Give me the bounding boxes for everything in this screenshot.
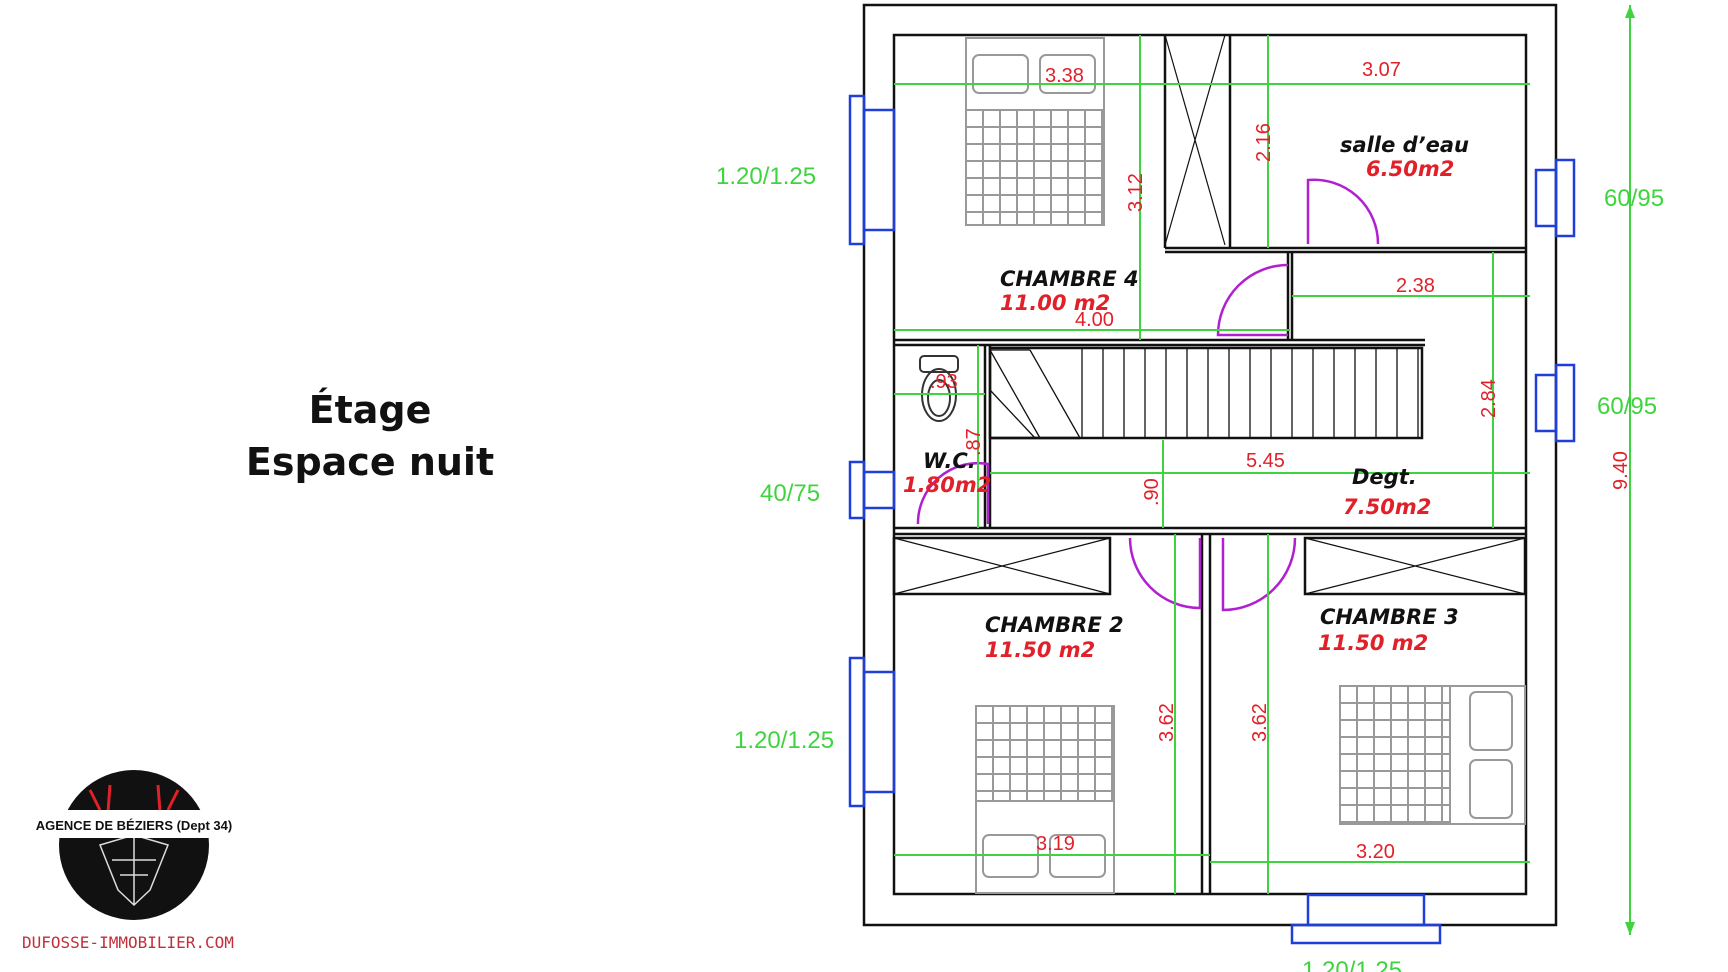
room-name-chambre2: CHAMBRE 2 xyxy=(985,613,1124,637)
dim-3-38: 3.38 xyxy=(1045,65,1084,87)
dim-2-38: 2.38 xyxy=(1396,275,1435,297)
room-area-salle-eau: 6.50m2 xyxy=(1366,157,1454,181)
room-area-chambre4: 11.00 m2 xyxy=(1000,291,1110,315)
dim-3-07: 3.07 xyxy=(1362,59,1401,81)
room-area-chambre3: 11.50 m2 xyxy=(1318,631,1428,655)
stairs xyxy=(989,348,1419,439)
bed-pillow xyxy=(1469,759,1513,819)
window-label-left-wc: 40/75 xyxy=(760,480,820,507)
room-area-wc: 1.80m2 xyxy=(903,473,991,497)
agency-website: DUFOSSE-IMMOBILIER.COM xyxy=(22,933,234,952)
doors xyxy=(916,178,1380,612)
room-name-salle-eau: salle d’eau xyxy=(1340,133,1469,157)
dim-2-84: 2.84 xyxy=(1478,379,1500,418)
agency-logo: AGENCE DE BÉZIERS (Dept 34) DUFOSSE-IMMO… xyxy=(22,770,240,952)
window-label-bottom: 1.20/1.25 xyxy=(1302,957,1402,972)
dim-5-45: 5.45 xyxy=(1246,450,1285,472)
heading-subtitle: Espace nuit xyxy=(245,440,495,484)
stair-winder xyxy=(989,349,1041,439)
stair-winder xyxy=(989,389,1036,439)
measure-lines xyxy=(894,5,1631,935)
bed-pillow xyxy=(1039,54,1096,94)
room-name-wc: W.C. xyxy=(923,449,976,473)
room-area-degt: 7.50m2 xyxy=(1343,495,1431,519)
bed-outline xyxy=(975,705,1115,894)
window-label-left-bottom: 1.20/1.25 xyxy=(734,727,834,754)
dim-0-93: .93 xyxy=(930,371,958,393)
dim-3-62-left: 3.62 xyxy=(1156,703,1178,742)
dim-0-90: .90 xyxy=(1141,478,1163,506)
window-label-right-mid: 60/95 xyxy=(1597,393,1657,420)
dim-3-62-right: 3.62 xyxy=(1249,703,1271,742)
room-area-chambre2: 11.50 m2 xyxy=(985,638,1095,662)
bed-outline xyxy=(1339,685,1526,825)
room-name-chambre3: CHAMBRE 3 xyxy=(1320,605,1459,629)
beds xyxy=(965,37,1526,894)
dim-3-20: 3.20 xyxy=(1356,841,1395,863)
window-label-left-top: 1.20/1.25 xyxy=(716,163,816,190)
walls xyxy=(862,3,1558,927)
windows xyxy=(848,94,1576,945)
dim-0-87: .87 xyxy=(963,428,985,456)
room-name-chambre4: CHAMBRE 4 xyxy=(1000,267,1139,291)
measure-ticks xyxy=(1625,5,1635,935)
room-name-degt: Degt. xyxy=(1352,465,1417,489)
dim-3-12: 3.12 xyxy=(1125,173,1147,212)
agency-name: AGENCE DE BÉZIERS (Dept 34) xyxy=(36,818,232,833)
dim-2-16: 2.16 xyxy=(1253,123,1275,162)
bed-pillow xyxy=(1469,691,1513,751)
dim-3-19: 3.19 xyxy=(1036,833,1075,855)
dim-4-00: 4.00 xyxy=(1075,309,1114,331)
bed-outline xyxy=(965,37,1105,226)
dim-9-40: 9.40 xyxy=(1610,451,1632,490)
heading-floor: Étage xyxy=(308,388,432,432)
bed-pillow xyxy=(972,54,1029,94)
stair-winder xyxy=(1029,349,1081,439)
window-label-right-top: 60/95 xyxy=(1604,185,1664,212)
